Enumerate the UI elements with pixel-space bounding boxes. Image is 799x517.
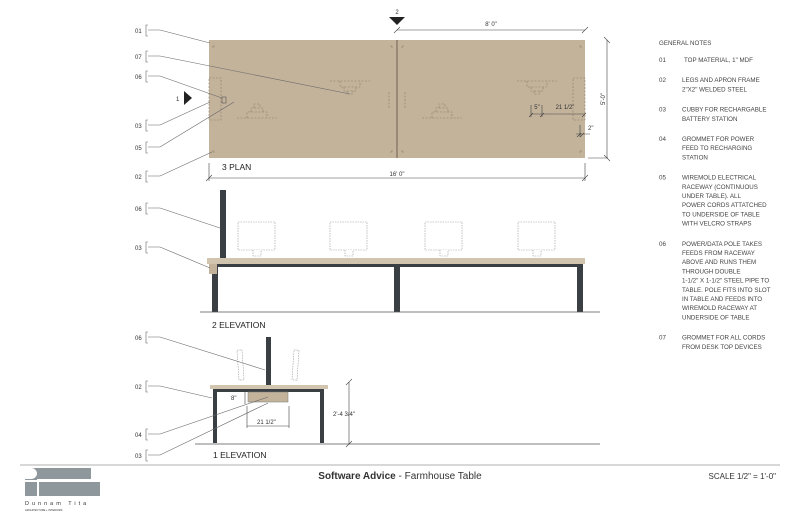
note-number: 05 — [659, 175, 666, 182]
elevation-2: 2 ELEVATION 06 03 — [135, 190, 600, 330]
note-line: 2"X2" WELDED STEEL — [682, 86, 747, 93]
note-line: STATION — [682, 154, 708, 161]
section-marker-2 — [389, 17, 405, 25]
tag-03: 03 — [135, 454, 142, 460]
plan-title: 3 PLAN — [222, 162, 251, 172]
tag-06: 06 — [135, 207, 142, 213]
section-2-label: 2 — [395, 10, 399, 16]
note-line: IN TABLE AND FEEDS INTO — [682, 296, 762, 303]
note-number: 02 — [659, 77, 666, 84]
plan-tags: 01 07 06 03 05 02 — [135, 24, 351, 183]
dim-8in: 8" — [231, 396, 236, 402]
note-line: POWER CORDS ATTATCHED — [682, 202, 767, 209]
note-line: ABOVE AND RUNS THEM — [682, 259, 756, 266]
note-line: UNDER TABLE). ALL — [682, 193, 741, 200]
note-line: TABLE. POLE FITS INTO SLOT — [682, 287, 771, 294]
dim-height: 2'-4 3/4" — [333, 412, 355, 418]
tag-04: 04 — [135, 433, 142, 439]
dim-5ft: 5'-0" — [601, 93, 607, 105]
section-marker-1 — [184, 91, 192, 105]
notes-heading: GENERAL NOTES — [659, 40, 711, 47]
note-line: CUBBY FOR RECHARGABLE — [682, 107, 766, 114]
note-line: POWER/DATA POLE TAKES — [682, 241, 762, 248]
note-number: 03 — [659, 107, 666, 114]
monitors — [237, 221, 556, 257]
note-line: LEGS AND APRON FRAME — [682, 77, 760, 84]
firm-logo: Dunnam Tita ARCHITECTURE + INTERIORS — [25, 468, 100, 512]
tag-01: 01 — [135, 29, 142, 35]
tag-03: 03 — [135, 124, 142, 130]
dim-5in: 5" — [534, 105, 539, 111]
note-line: BATTERY STATION — [682, 116, 737, 123]
note-line: FROM DESK TOP DEVICES — [682, 344, 762, 351]
elevation-1-title: 1 ELEVATION — [213, 450, 267, 460]
note-line: TOP MATERIAL, 1" MDF — [684, 57, 753, 64]
note-number: 01 — [659, 57, 666, 64]
tag-03: 03 — [135, 246, 142, 252]
note-line: FEEDS FROM RACEWAY — [682, 250, 755, 257]
tag-02: 02 — [135, 175, 142, 181]
plan-view: 8' 0" 16' 0" 5'-0" 5" 21 1/2" 2" 2 1 3 P… — [135, 10, 611, 183]
note-line: WIREMOLD ELECTRICAL — [682, 175, 756, 182]
dim-21in: 21 1/2" — [556, 105, 575, 111]
tag-06: 06 — [135, 336, 142, 342]
tag-07: 07 — [135, 55, 142, 61]
note-line: RACEWAY (CONTINUOUS — [682, 184, 758, 191]
section-1-label: 1 — [176, 97, 180, 103]
note-line: WITH VELCRO STRAPS — [682, 221, 751, 228]
dim-16ft: 16' 0" — [390, 172, 405, 178]
scale-label: SCALE 1/2" = 1'-0" — [709, 472, 777, 481]
dim-21in-elev: 21 1/2" — [257, 420, 276, 426]
note-line: WIREMOLD RACEWAY AT — [682, 305, 757, 312]
logo-sub: ARCHITECTURE + INTERIORS — [25, 508, 63, 512]
note-number: 07 — [659, 335, 666, 342]
note-line: TO UNDERSIDE OF TABLE — [682, 211, 760, 218]
logo-name: Dunnam Tita — [25, 501, 89, 507]
sheet-title: Software Advice - Farmhouse Table — [318, 471, 482, 482]
note-line: FEED TO RECHARGING — [682, 145, 752, 152]
note-line: GROMMET FOR POWER — [682, 136, 755, 143]
chair-symbol — [237, 80, 557, 119]
dim-2in: 2" — [588, 126, 593, 132]
note-line: 1-1/2" X 1-1/2" STEEL PIPE TO — [682, 278, 769, 285]
tag-02: 02 — [135, 385, 142, 391]
note-number: 04 — [659, 136, 666, 143]
general-notes: GENERAL NOTES 01 TOP MATERIAL, 1" MDF 02 LE… — [659, 40, 771, 351]
note-line: THROUGH DOUBLE — [682, 268, 740, 275]
tag-05: 05 — [135, 146, 142, 152]
elevation-1: 2'-4 3/4" 8" 21 1/2" 1 ELEVATION 06 02 0… — [135, 331, 600, 462]
elevation-2-title: 2 ELEVATION — [212, 320, 266, 330]
note-line: UNDERSIDE OF TABLE — [682, 314, 750, 321]
pole-slot — [221, 96, 227, 104]
note-number: 06 — [659, 241, 666, 248]
tag-06: 06 — [135, 75, 142, 81]
note-line: GROMMET FOR ALL CORDS — [682, 335, 765, 342]
table-top-elevation — [207, 258, 585, 264]
dim-8ft: 8' 0" — [485, 22, 497, 28]
